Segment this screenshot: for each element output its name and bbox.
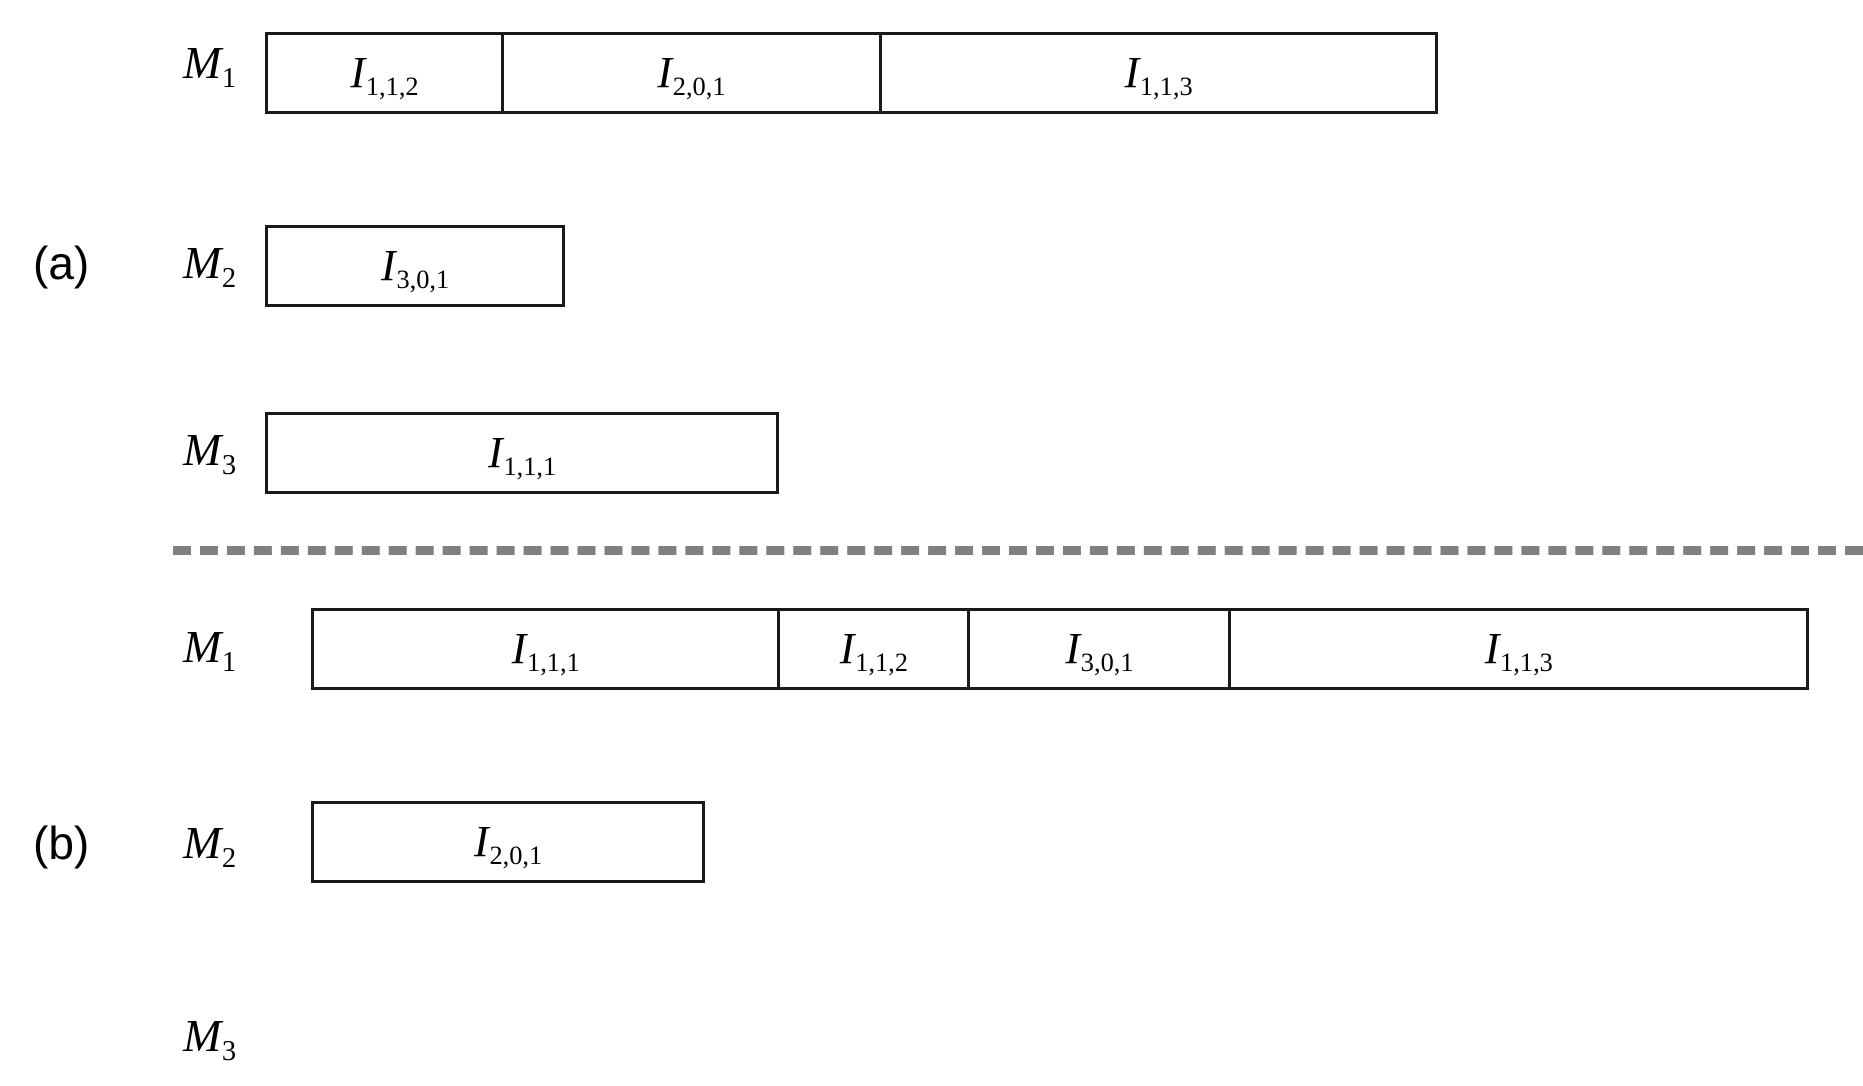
machine-label-a-m3: M3 (183, 424, 236, 480)
task-base: I (657, 48, 673, 97)
gantt-task-label: I3,0,1 (1065, 624, 1133, 676)
gantt-task-cell[interactable]: I2,0,1 (314, 804, 702, 880)
task-base: I (839, 624, 855, 673)
gantt-task-label: I1,1,2 (839, 624, 908, 676)
task-subscript: 3,0,1 (1080, 647, 1134, 678)
task-base: I (474, 817, 490, 866)
machine-label-subscript: 1 (221, 646, 237, 678)
machine-label-a-m2: M2 (183, 237, 236, 293)
panel-letter-b: (b) (33, 817, 90, 869)
task-subscript: 1,1,1 (527, 647, 580, 678)
panel-separator-dashed-line (173, 546, 1863, 555)
gantt-task-cell[interactable]: I2,0,1 (504, 35, 882, 111)
gantt-task-cell[interactable]: I1,1,1 (268, 415, 776, 491)
machine-label-subscript: 1 (221, 62, 237, 94)
machine-label-text: M (183, 817, 222, 868)
machine-label-b-m2: M2 (183, 817, 236, 873)
task-base: I (350, 48, 366, 97)
gantt-task-cell[interactable]: I3,0,1 (268, 228, 562, 304)
task-subscript: 1,1,2 (365, 71, 419, 102)
machine-label-text: M (183, 37, 222, 88)
task-base: I (488, 428, 504, 477)
gantt-task-label: I3,0,1 (381, 241, 449, 293)
task-subscript: 2,0,1 (672, 71, 726, 102)
task-subscript: 3,0,1 (396, 264, 450, 295)
task-base: I (381, 241, 397, 290)
machine-label-b-m1: M1 (183, 621, 236, 677)
task-subscript: 1,1,2 (855, 647, 908, 678)
gantt-bar-b-m1: I1,1,1 I1,1,2 I3,0,1 I1,1,3 (311, 608, 1809, 690)
task-base: I (1065, 624, 1081, 673)
gantt-task-label: I2,0,1 (657, 48, 725, 100)
gantt-task-cell[interactable]: I1,1,1 (314, 611, 781, 687)
machine-label-subscript: 2 (221, 842, 237, 874)
task-base: I (1484, 624, 1500, 673)
gantt-task-cell[interactable]: I1,1,2 (268, 35, 504, 111)
gantt-bar-a-m1: I1,1,2 I2,0,1 I1,1,3 (265, 32, 1438, 114)
gantt-bar-a-m3: I1,1,1 (265, 412, 779, 494)
gantt-bar-a-m2: I3,0,1 (265, 225, 565, 307)
gantt-task-label: I1,1,3 (1484, 624, 1553, 676)
machine-label-subscript: 3 (221, 449, 237, 481)
gantt-bar-b-m2: I2,0,1 (311, 801, 705, 883)
gantt-task-cell[interactable]: I1,1,2 (780, 611, 971, 687)
gantt-task-cell[interactable]: I3,0,1 (970, 611, 1232, 687)
machine-label-text: M (183, 237, 222, 288)
panel-letter-a: (a) (33, 237, 90, 289)
gantt-task-label: I2,0,1 (474, 817, 542, 869)
task-subscript: 1,1,1 (503, 451, 557, 482)
machine-label-text: M (183, 1010, 222, 1061)
machine-label-a-m1: M1 (183, 37, 236, 93)
machine-label-b-m3: M3 (183, 1010, 236, 1066)
gantt-task-cell[interactable]: I1,1,3 (882, 35, 1435, 111)
gantt-task-label: I1,1,1 (511, 624, 580, 676)
gantt-task-cell[interactable]: I1,1,3 (1231, 611, 1806, 687)
task-subscript: 1,1,3 (1139, 71, 1193, 102)
machine-label-text: M (183, 621, 222, 672)
task-subscript: 2,0,1 (489, 840, 543, 871)
task-base: I (511, 624, 527, 673)
machine-label-subscript: 3 (221, 1035, 237, 1067)
task-subscript: 1,1,3 (1500, 647, 1553, 678)
machine-label-subscript: 2 (221, 262, 237, 294)
task-base: I (1124, 48, 1140, 97)
machine-label-text: M (183, 424, 222, 475)
gantt-task-label: I1,1,2 (350, 48, 418, 100)
gantt-task-label: I1,1,1 (488, 428, 556, 480)
gantt-task-label: I1,1,3 (1124, 48, 1192, 100)
